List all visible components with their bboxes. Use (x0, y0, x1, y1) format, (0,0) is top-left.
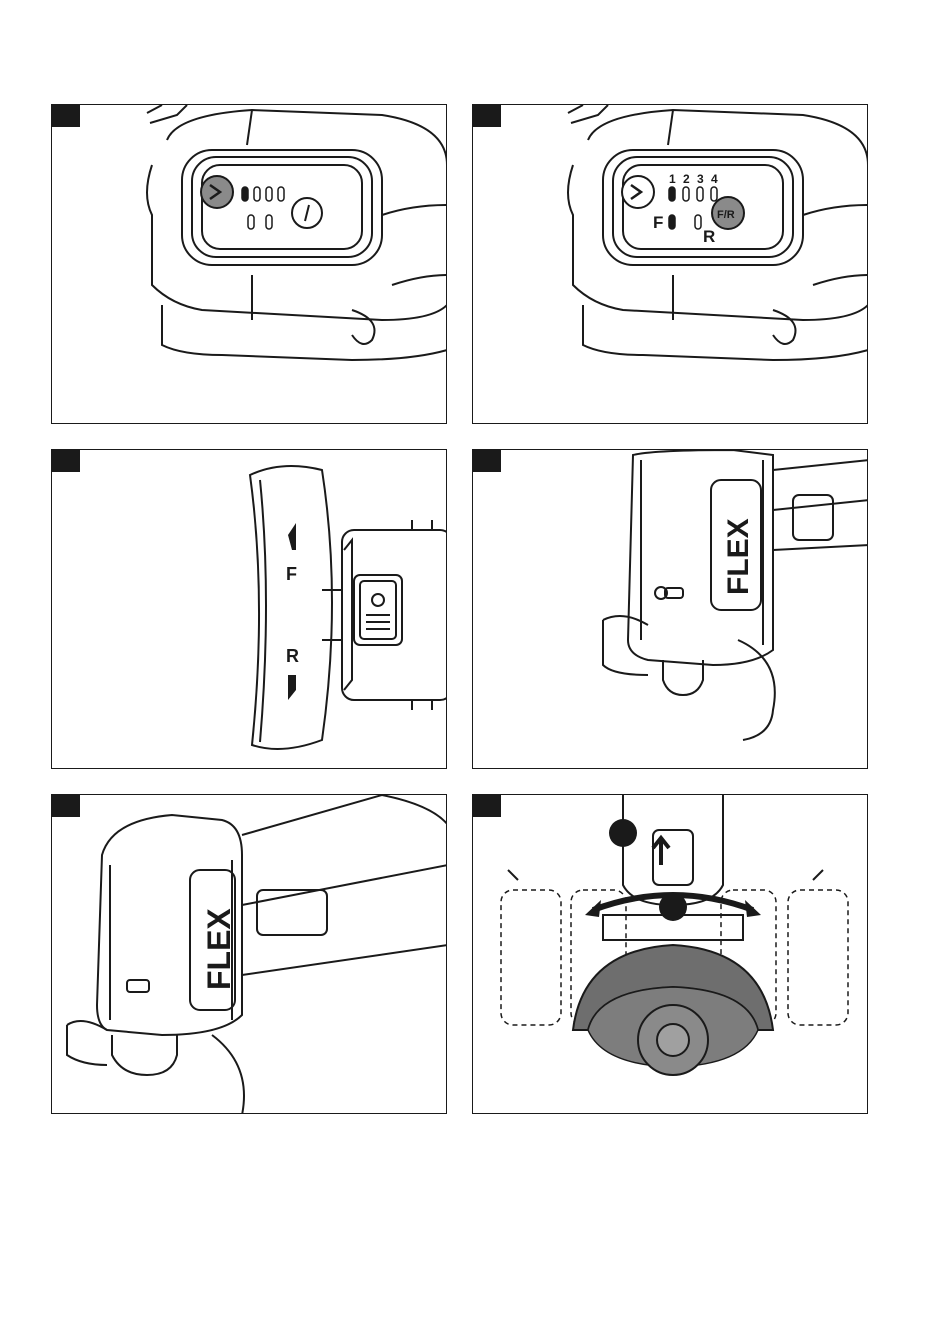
release-arrow-icon (653, 838, 669, 865)
forward-arrow-icon (288, 523, 296, 550)
brand-logo: FLEX (201, 908, 237, 990)
speed-number-2: 2 (683, 172, 690, 186)
forward-letter: F (653, 213, 663, 232)
brand-logo: FLEX (722, 518, 755, 595)
speed-number-1: 1 (669, 172, 676, 186)
reverse-letter: R (286, 646, 299, 666)
figure-panel-3: F R (51, 449, 447, 769)
tool-top-view-illustration: 1 2 3 4 F R F/R (473, 105, 868, 424)
direction-collar-illustration: F R (52, 450, 447, 769)
tool-perspective-illustration: FLEX (52, 795, 447, 1114)
tool-side-view-illustration: FLEX (473, 450, 868, 769)
reverse-letter: R (703, 227, 715, 246)
speed-number-4: 4 (711, 172, 718, 186)
step-marker-2 (659, 893, 687, 921)
step-marker-1 (609, 819, 637, 847)
figure-panel-2: 1 2 3 4 F R F/R (472, 104, 868, 424)
speed-led-indicators (242, 187, 284, 229)
reverse-arrow-icon (288, 675, 296, 700)
forward-letter: F (286, 564, 297, 584)
figure-panel-5: FLEX (51, 794, 447, 1114)
figure-panel-4: FLEX (472, 449, 868, 769)
forward-reverse-button-label: F/R (717, 209, 735, 221)
tool-top-view-illustration (52, 105, 447, 424)
mode-button[interactable] (622, 176, 654, 208)
guard-adjustment-illustration (473, 795, 868, 1114)
mode-button[interactable] (201, 176, 233, 208)
speed-led-indicators (669, 187, 717, 229)
figure-panel-1 (51, 104, 447, 424)
figure-panel-6 (472, 794, 868, 1114)
speed-number-3: 3 (697, 172, 704, 186)
